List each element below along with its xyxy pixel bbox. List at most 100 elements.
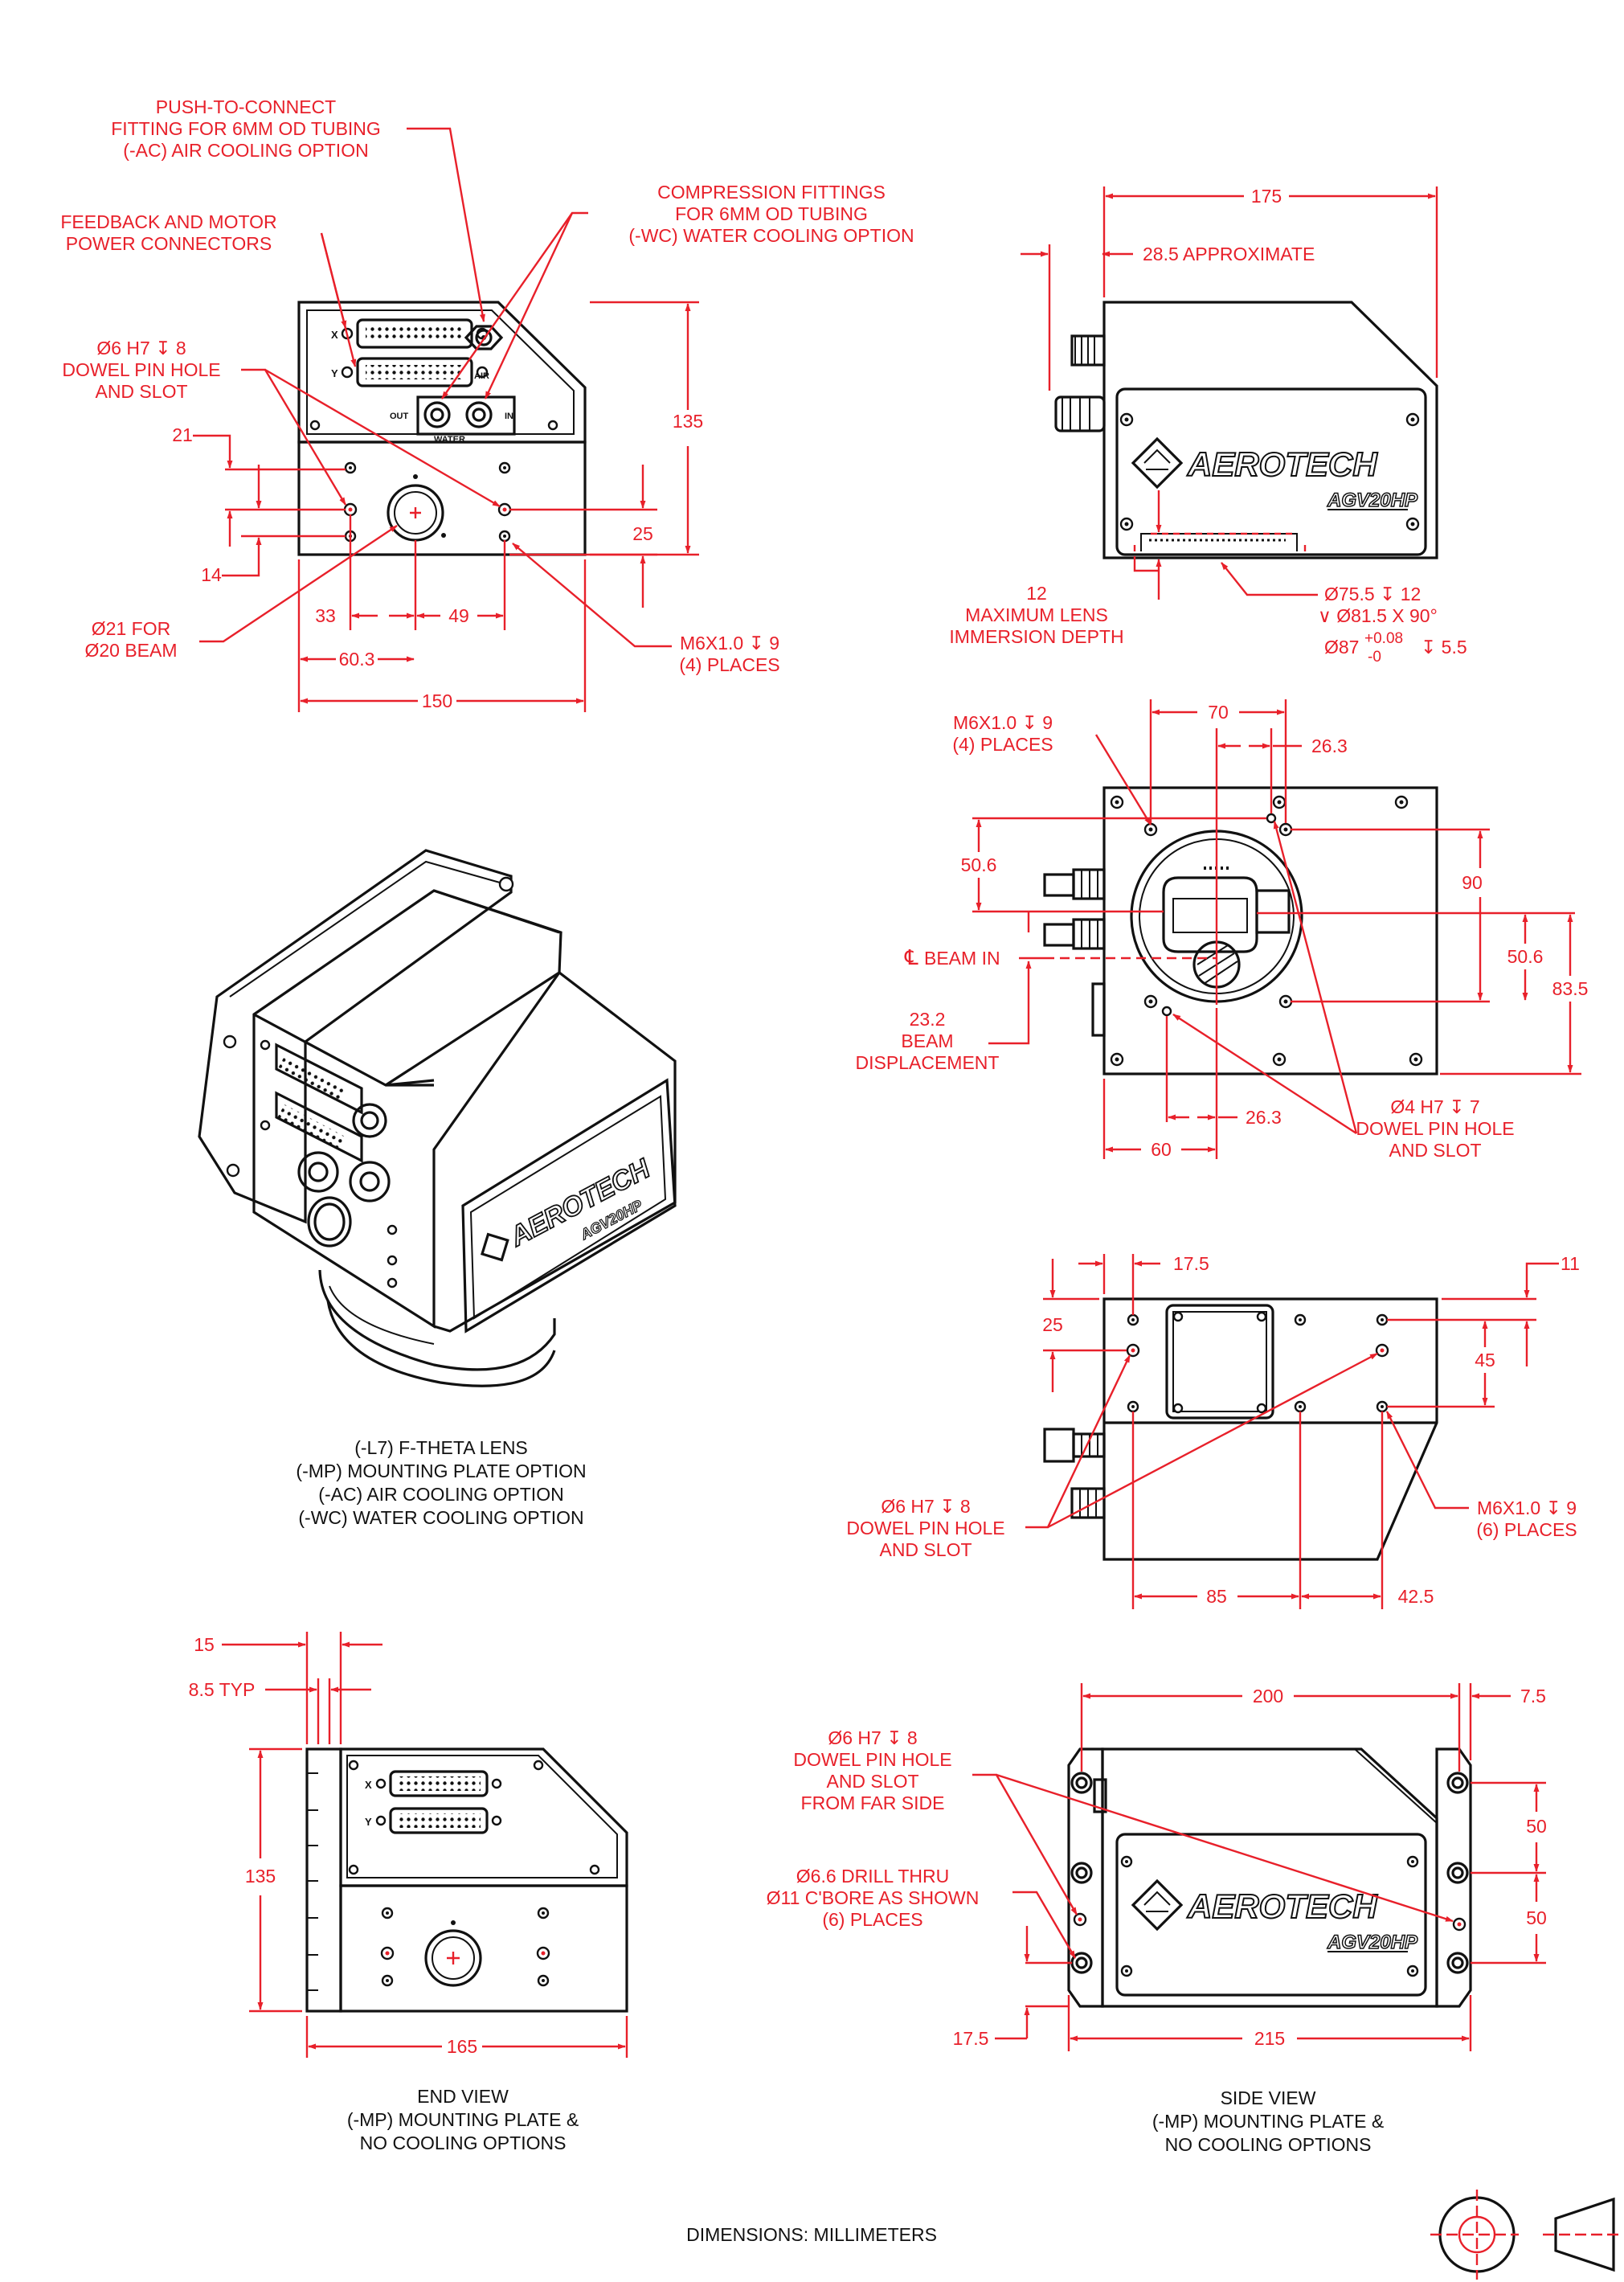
svg-text:135: 135 — [673, 411, 703, 432]
svg-text:Ø20 BEAM: Ø20 BEAM — [84, 640, 177, 661]
bottom-view: M6X1.0 ↧ 9 (4) PLACES 70 26.3 50.6 — [856, 699, 1588, 1161]
svg-text:COMPRESSION FITTINGS: COMPRESSION FITTINGS — [657, 182, 886, 203]
x-connector: X — [331, 318, 489, 349]
top-thread-callout: M6X1.0 ↧ 9 (6) PLACES — [1476, 1497, 1577, 1540]
svg-text:FITTING FOR 6MM OD TUBING: FITTING FOR 6MM OD TUBING — [111, 118, 381, 139]
svg-text:Ø6 H7 ↧ 8: Ø6 H7 ↧ 8 — [828, 1727, 917, 1748]
dim-70: 70 — [1149, 699, 1287, 823]
centerline-symbol: ℄ — [904, 945, 918, 969]
bottom-dowel-callout: Ø4 H7 ↧ 7 DOWEL PIN HOLE AND SLOT — [1356, 1096, 1514, 1161]
side-view-cooling: AEROTECH AGV20HP 175 28.5 APPROXIMATE 12… — [949, 186, 1467, 666]
svg-text:(6) PLACES: (6) PLACES — [1476, 1519, 1577, 1540]
dim-83-5: 83.5 — [1440, 914, 1588, 1075]
projection-symbol — [1430, 2190, 1620, 2280]
svg-text:50: 50 — [1526, 1907, 1547, 1928]
dim-50-6-right: 50.6 — [1257, 912, 1575, 1001]
svg-text:60.3: 60.3 — [339, 649, 375, 670]
svg-text:42.5: 42.5 — [1398, 1586, 1434, 1607]
svg-text:Ø6 H7 ↧ 8: Ø6 H7 ↧ 8 — [881, 1496, 970, 1517]
dowel-pin-callout: Ø6 H7 ↧ 8 DOWEL PIN HOLE AND SLOT — [62, 338, 220, 402]
dim-17-5-top: 17.5 — [1078, 1253, 1209, 1315]
svg-text:(-MP) MOUNTING PLATE &: (-MP) MOUNTING PLATE & — [347, 2109, 579, 2130]
svg-text:DISPLACEMENT: DISPLACEMENT — [856, 1052, 1000, 1073]
bore-callout: Ø75.5 ↧ 12 ∨ Ø81.5 X 90° Ø87 +0.08 -0 ↧ … — [1318, 584, 1467, 666]
dim-14: 14 — [201, 535, 346, 585]
svg-text:(6) PLACES: (6) PLACES — [822, 1909, 922, 1930]
iso-caption: (-L7) F-THETA LENS (-MP) MOUNTING PLATE … — [296, 1437, 586, 1528]
svg-text:17.5: 17.5 — [1173, 1253, 1209, 1274]
svg-text:AND SLOT: AND SLOT — [879, 1539, 972, 1560]
svg-text:POWER CONNECTORS: POWER CONNECTORS — [66, 233, 272, 254]
svg-text:BEAM: BEAM — [901, 1030, 953, 1051]
svg-text:33: 33 — [315, 605, 336, 626]
bottom-fittings — [1043, 868, 1106, 1037]
svg-text:23.2: 23.2 — [910, 1009, 946, 1030]
svg-text:MAXIMUM LENS: MAXIMUM LENS — [965, 604, 1108, 625]
svg-text:50.6: 50.6 — [1507, 946, 1544, 967]
svg-text:X: X — [365, 1779, 372, 1791]
dim-45: 45 — [1387, 1321, 1495, 1408]
end-view-mp-title: END VIEW (-MP) MOUNTING PLATE & NO COOLI… — [347, 2086, 579, 2153]
svg-text:AND SLOT: AND SLOT — [826, 1771, 918, 1792]
svg-text:(-MP) MOUNTING PLATE OPTION: (-MP) MOUNTING PLATE OPTION — [296, 1461, 586, 1481]
svg-text:END VIEW: END VIEW — [417, 2086, 509, 2107]
svg-text:IMMERSION DEPTH: IMMERSION DEPTH — [949, 626, 1123, 647]
mp-aerotech-logo: AEROTECH AGV20HP — [1131, 1878, 1419, 1954]
svg-text:150: 150 — [422, 690, 452, 711]
dim-200: 200 7.5 — [1080, 1683, 1546, 1772]
side-view-mounting-plate: AEROTECH AGV20HP 200 7.5 50 50 — [767, 1683, 1547, 2155]
beam-hole-callout: Ø21 FOR Ø20 BEAM — [84, 618, 177, 661]
dim-135: 135 — [590, 301, 703, 556]
dim-11: 11 — [1387, 1253, 1580, 1366]
beam-displacement-callout: 23.2 BEAM DISPLACEMENT — [856, 1009, 1000, 1073]
dim-15-8-5: 15 8.5 TYP — [189, 1632, 382, 1744]
svg-text:SIDE VIEW: SIDE VIEW — [1221, 2087, 1316, 2108]
svg-text:Ø11 C'BORE AS SHOWN: Ø11 C'BORE AS SHOWN — [767, 1887, 980, 1908]
svg-text:(-WC) WATER COOLING OPTION: (-WC) WATER COOLING OPTION — [298, 1507, 583, 1528]
svg-text:DOWEL PIN HOLE: DOWEL PIN HOLE — [1356, 1118, 1514, 1139]
model-name: AGV20HP — [1327, 490, 1418, 511]
brand-name: AEROTECH — [1187, 445, 1378, 483]
compression-fittings-callout: COMPRESSION FITTINGS FOR 6MM OD TUBING (… — [628, 182, 914, 246]
svg-text:(-AC) AIR COOLING OPTION: (-AC) AIR COOLING OPTION — [123, 140, 368, 161]
svg-text:(4) PLACES: (4) PLACES — [952, 734, 1053, 755]
in-label: IN — [505, 412, 513, 421]
svg-text:Y: Y — [365, 1816, 372, 1828]
svg-text:(-MP) MOUNTING PLATE &: (-MP) MOUNTING PLATE & — [1152, 2111, 1384, 2132]
svg-text:200: 200 — [1253, 1686, 1283, 1706]
svg-text:-0: -0 — [1368, 649, 1381, 666]
dim-17-5-mp: 17.5 — [953, 1926, 1072, 2049]
dim-21: 21 — [172, 424, 346, 547]
svg-text:135: 135 — [245, 1866, 276, 1887]
svg-text:DOWEL PIN HOLE: DOWEL PIN HOLE — [62, 359, 220, 380]
svg-text:Ø87: Ø87 — [1324, 637, 1359, 658]
svg-text:26.3: 26.3 — [1311, 735, 1348, 756]
water-label: WATER — [434, 435, 465, 445]
svg-text:8.5 TYP: 8.5 TYP — [189, 1679, 256, 1700]
svg-text:49: 49 — [448, 605, 469, 626]
svg-text:175: 175 — [1251, 186, 1282, 207]
svg-text:50.6: 50.6 — [961, 854, 997, 875]
air-label: AIR — [474, 371, 489, 381]
svg-text:25: 25 — [1042, 1314, 1063, 1335]
dim-150: 150 — [300, 690, 584, 711]
dim-90: 90 — [1291, 828, 1490, 1003]
svg-text:Ø75.5 ↧ 12: Ø75.5 ↧ 12 — [1324, 584, 1421, 604]
svg-text:85: 85 — [1206, 1586, 1227, 1607]
svg-text:17.5: 17.5 — [953, 2028, 989, 2049]
svg-text:(-AC) AIR COOLING OPTION: (-AC) AIR COOLING OPTION — [318, 1484, 563, 1505]
svg-text:(4) PLACES: (4) PLACES — [679, 654, 779, 675]
dim-26-3-bottom: 26.3 60 — [1102, 1008, 1282, 1160]
svg-text:60: 60 — [1151, 1139, 1172, 1160]
dim-25-top: 25 — [1042, 1259, 1127, 1392]
svg-text:45: 45 — [1475, 1350, 1495, 1370]
immersion-depth-callout: 12 MAXIMUM LENS IMMERSION DEPTH — [949, 583, 1123, 647]
svg-text:+0.08: +0.08 — [1364, 630, 1403, 647]
svg-text:M6X1.0 ↧ 9: M6X1.0 ↧ 9 — [953, 712, 1053, 733]
svg-text:215: 215 — [1254, 2028, 1285, 2049]
svg-text:NO COOLING OPTIONS: NO COOLING OPTIONS — [360, 2132, 567, 2153]
svg-text:26.3: 26.3 — [1246, 1107, 1282, 1128]
dim-135-mp: 135 — [245, 1747, 302, 2013]
side-fittings — [1054, 334, 1106, 432]
